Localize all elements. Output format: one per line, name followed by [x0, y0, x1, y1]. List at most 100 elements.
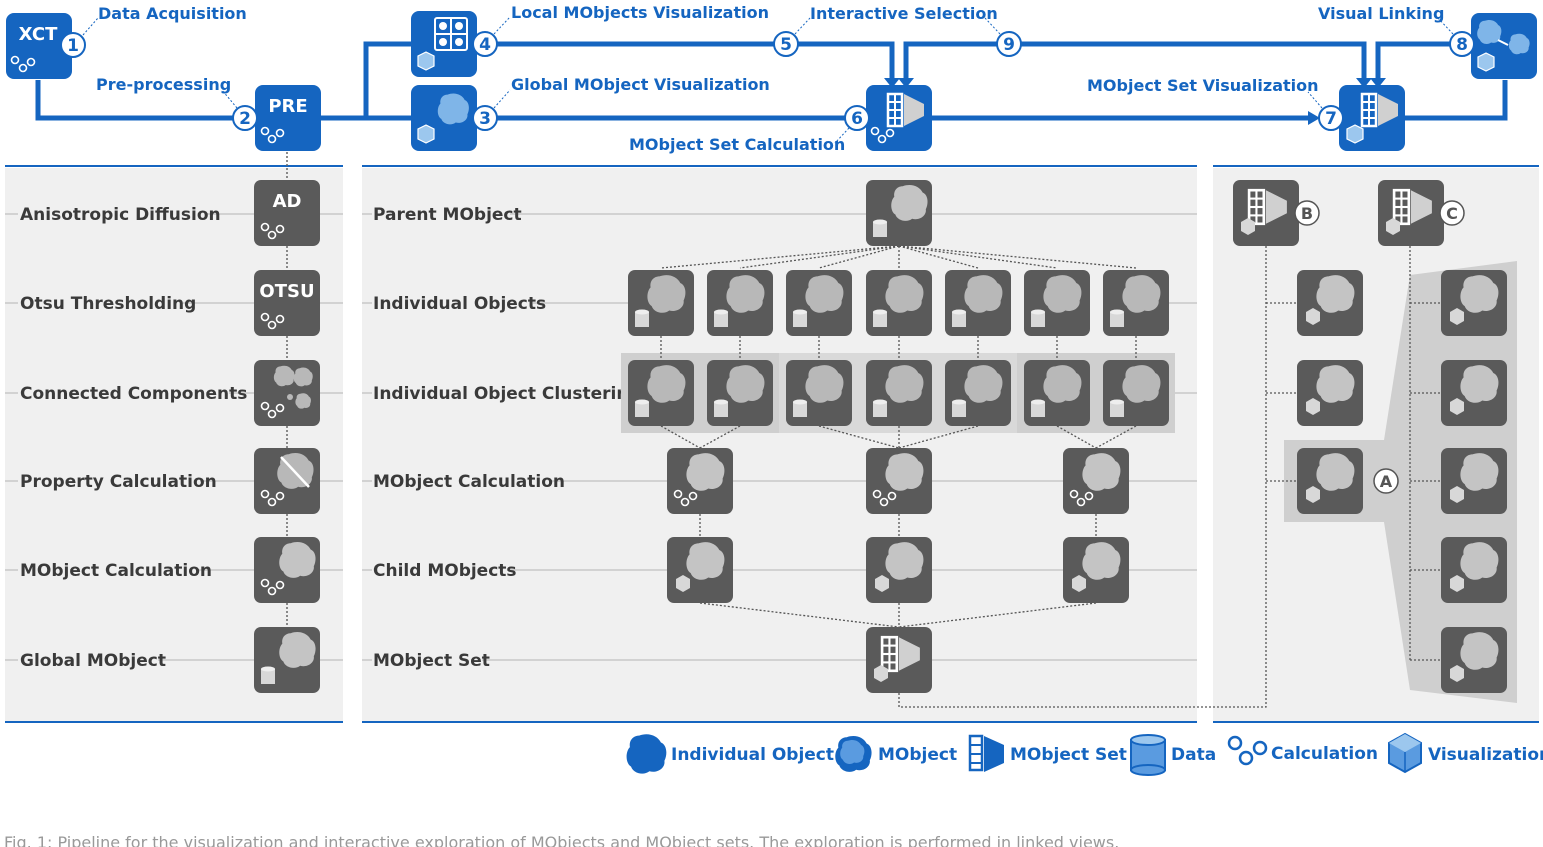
- mobject-set-view-c[interactable]: C: [1378, 180, 1465, 246]
- mobject-calculation-tile[interactable]: [254, 537, 320, 603]
- child-mobject-tile[interactable]: [1063, 537, 1129, 603]
- clustered-object-tile[interactable]: [1024, 360, 1090, 426]
- individual-object-tile[interactable]: [945, 270, 1011, 336]
- visualization-icon: [1450, 308, 1464, 325]
- visualization-icon: [1450, 486, 1464, 503]
- step-6[interactable]: 6 MObject Set Calculation: [629, 105, 870, 154]
- individual-object-tile[interactable]: [786, 270, 852, 336]
- visualization-icon: [676, 575, 690, 592]
- data-legend-icon: [1130, 734, 1166, 776]
- individual-object-tile[interactable]: [1103, 270, 1169, 336]
- mobject-calculation-tile[interactable]: [1063, 448, 1129, 514]
- view-c-mobject-tile[interactable]: [1441, 360, 1507, 426]
- data-icon: [714, 402, 728, 417]
- step-9[interactable]: 9: [984, 17, 1022, 57]
- view-c-mobject-tile[interactable]: [1441, 448, 1507, 514]
- mobject-calculation-tile[interactable]: [667, 448, 733, 514]
- ad-label: AD: [273, 191, 302, 212]
- step-1[interactable]: 1 Data Acquisition: [60, 4, 247, 58]
- left-row-label: Anisotropic Diffusion: [20, 205, 221, 225]
- legend-label: Calculation: [1271, 744, 1378, 764]
- ad-tile[interactable]: AD: [254, 180, 320, 246]
- label-a: A: [1380, 472, 1393, 491]
- calculation-icon: [260, 222, 285, 240]
- view-c-mobject-tile[interactable]: [1441, 270, 1507, 336]
- view-c-mobject-tile[interactable]: [1441, 627, 1507, 693]
- clustered-object-tile[interactable]: [945, 360, 1011, 426]
- otsu-tile[interactable]: OTSU: [254, 270, 320, 336]
- step-7-number: 7: [1325, 109, 1337, 129]
- mobject-set-view-b[interactable]: B: [1233, 180, 1320, 246]
- individual-object-tile[interactable]: [628, 270, 694, 336]
- calculation-icon: [260, 401, 285, 419]
- otsu-label: OTSU: [259, 281, 314, 302]
- visualization-icon: [875, 575, 889, 592]
- step-2[interactable]: 2 Pre-processing: [96, 75, 258, 131]
- xct-box[interactable]: XCT: [6, 13, 72, 79]
- data-icon: [714, 312, 728, 327]
- calculation-icon: [260, 578, 285, 596]
- step-6-label: MObject Set Calculation: [629, 135, 845, 154]
- global-mobject-tile[interactable]: [254, 627, 320, 693]
- mobject-set-calculation-box[interactable]: [866, 85, 932, 151]
- middle-row-label: MObject Set: [373, 651, 490, 671]
- clustered-object-tile[interactable]: [866, 360, 932, 426]
- visualization-icon: [1306, 486, 1320, 503]
- legend-label: MObject: [878, 745, 957, 765]
- calculation-icon: [260, 126, 285, 144]
- step-3[interactable]: 3 Global MObject Visualization: [472, 75, 770, 131]
- individual-object-tile[interactable]: [707, 270, 773, 336]
- view-c-mobject-tile[interactable]: [1441, 537, 1507, 603]
- visualization-icon: [1450, 575, 1464, 592]
- middle-row-label: Parent MObject: [373, 205, 522, 225]
- visualization-legend-icon: [1388, 732, 1422, 774]
- clustered-object-tile[interactable]: [1103, 360, 1169, 426]
- legend-label: MObject Set: [1010, 745, 1127, 765]
- middle-panel-content: Parent MObject Individual Objects Indivi…: [362, 180, 1267, 708]
- individual-object-tile[interactable]: [866, 270, 932, 336]
- visualization-icon: [1306, 308, 1320, 325]
- label-c: C: [1446, 204, 1458, 223]
- mobject-calculation-tile[interactable]: [866, 448, 932, 514]
- pre-box[interactable]: PRE: [255, 85, 321, 151]
- data-icon: [873, 312, 887, 327]
- view-b-mobject-tile[interactable]: [1297, 270, 1363, 336]
- connected-components-tile[interactable]: [254, 360, 320, 426]
- step-7[interactable]: 7 MObject Set Visualization: [1087, 76, 1344, 131]
- individual-object-clustering-row: [628, 360, 1169, 426]
- global-mobject-visualization-box[interactable]: [411, 85, 477, 151]
- mobject-set-visualization-box[interactable]: [1339, 85, 1405, 151]
- step-5[interactable]: 5: [773, 17, 811, 57]
- step-4[interactable]: 4 Local MObjects Visualization: [472, 3, 769, 57]
- middle-row-label: MObject Calculation: [373, 472, 565, 492]
- child-mobject-tile[interactable]: [866, 537, 932, 603]
- individual-object-tile[interactable]: [1024, 270, 1090, 336]
- mobject-calculation-row: [667, 448, 1129, 514]
- clustered-object-tile[interactable]: [628, 360, 694, 426]
- legend-calculation: Calculation: [1227, 735, 1378, 766]
- view-b-mobject-tile[interactable]: [1297, 360, 1363, 426]
- interactive-selection-label: Interactive Selection: [810, 4, 998, 23]
- view-b-mobject-tile[interactable]: [1297, 448, 1363, 514]
- visual-linking-box[interactable]: [1471, 13, 1537, 79]
- local-mobjects-visualization-box[interactable]: [411, 11, 477, 77]
- step-1-label: Data Acquisition: [98, 4, 247, 23]
- step-1-number: 1: [67, 36, 79, 56]
- child-mobject-tile[interactable]: [667, 537, 733, 603]
- step-3-number: 3: [479, 109, 491, 129]
- pipeline-connectors: [35, 41, 1508, 121]
- pre-label: PRE: [268, 96, 307, 117]
- calculation-icon: [1069, 489, 1094, 507]
- property-calculation-tile[interactable]: [254, 448, 320, 514]
- mobject-set-tile[interactable]: [866, 627, 932, 693]
- calculation-icon: [872, 489, 897, 507]
- clustered-object-tile[interactable]: [707, 360, 773, 426]
- step-8[interactable]: 8 Visual Linking: [1318, 4, 1475, 57]
- calculation-icon: [10, 55, 36, 73]
- clustered-object-tile[interactable]: [786, 360, 852, 426]
- visualization-icon: [1477, 52, 1495, 72]
- step-3-label: Global MObject Visualization: [511, 75, 770, 94]
- legend-mobject-set: MObject Set: [968, 734, 1127, 772]
- parent-mobject-tile[interactable]: [866, 180, 932, 246]
